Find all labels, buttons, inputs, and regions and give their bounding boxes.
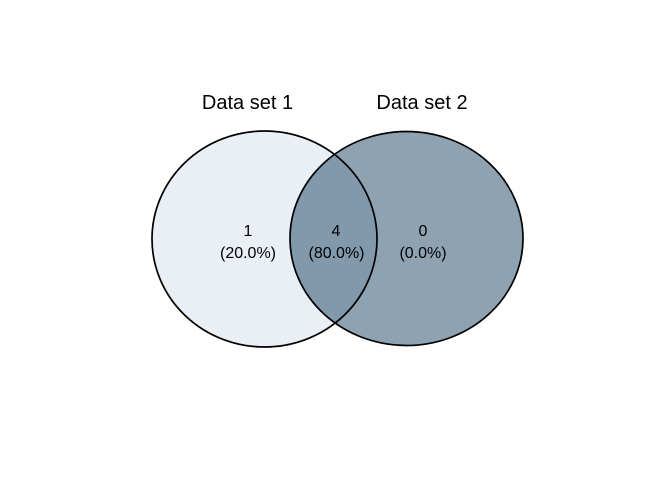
set2-title: Data set 2 [376,92,467,114]
intersection-percent: (80.0%) [308,245,364,262]
set1-only-percent: (20.0%) [220,245,276,262]
set2-only-percent: (0.0%) [399,245,446,262]
set1-circle-outline [151,130,378,348]
set1-only-count: 1 [244,223,253,240]
set1-title: Data set 1 [202,92,293,114]
set2-only-count: 0 [419,223,428,240]
intersection-count: 4 [332,223,341,240]
intersection-region [290,131,377,346]
set2-circle-outline [289,130,524,347]
